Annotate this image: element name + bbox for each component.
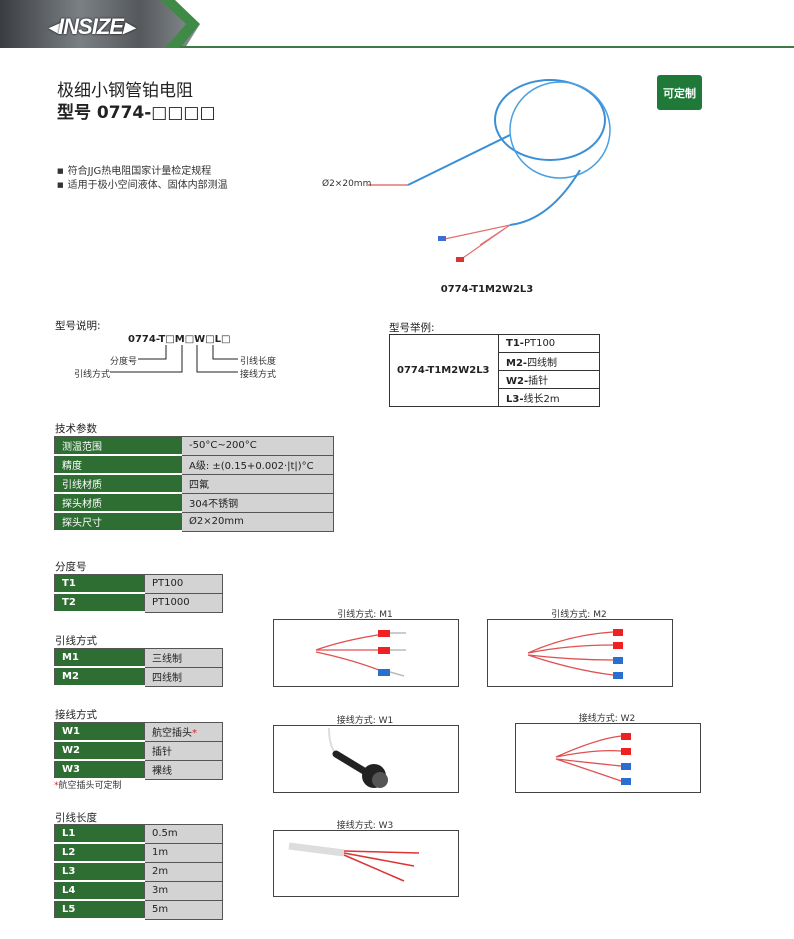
- code-cell: L1: [54, 824, 145, 844]
- value-cell: 四线制: [144, 666, 223, 687]
- lead-length-heading: 引线长度: [55, 812, 97, 824]
- example-row: L3-线长2m: [498, 388, 600, 407]
- code-cell: L5: [54, 899, 145, 920]
- example-row: T1-PT100: [498, 334, 600, 353]
- photo-connection-w1: [273, 725, 459, 793]
- value-cell: 航空插头*: [144, 722, 223, 742]
- code-cell: W2: [54, 740, 145, 761]
- value-cell: 1m: [144, 842, 223, 863]
- value-cell: 0.5m: [144, 824, 223, 844]
- product-title: 极细小钢管铂电阻: [57, 81, 193, 101]
- table-row: 测温范围-50°C~200°C: [54, 436, 334, 456]
- brand-logo: ◂INSIZE▸: [48, 14, 134, 39]
- photo-caption-m1: 引线方式: M1: [337, 610, 393, 620]
- value-cell: 三线制: [144, 648, 223, 668]
- model-example-table: 0774-T1M2W2L3 T1-PT100 M2-四线制 W2-插针 L3-线…: [389, 334, 600, 407]
- photo-connection-w3: [273, 830, 459, 897]
- product-caption: 0774-T1M2W2L3: [440, 284, 534, 295]
- connection-heading: 接线方式: [55, 709, 97, 721]
- code-cell: T1: [54, 574, 145, 594]
- photo-caption-w1: 接线方式: W1: [336, 716, 394, 726]
- model-example-heading: 型号举例:: [389, 322, 435, 334]
- product-photo: [368, 79, 611, 262]
- connection-note: *航空插头可定制: [54, 781, 122, 791]
- code-cell: L4: [54, 880, 145, 901]
- feature-bullet: 符合JJG热电阻国家计量检定规程: [57, 162, 212, 177]
- param-value: 四氟: [181, 473, 334, 494]
- param-value: A级: ±(0.15+0.002·|t|)°C: [181, 454, 334, 475]
- value-cell: 2m: [144, 861, 223, 882]
- param-name: 测温范围: [54, 436, 182, 456]
- photo-caption-m2: 引线方式: M2: [551, 610, 607, 620]
- param-name: 精度: [54, 454, 182, 475]
- model-explain-heading: 型号说明:: [55, 320, 101, 332]
- label-lead-type: 引线方式: [74, 370, 111, 380]
- header-banner-image: [0, 0, 200, 48]
- model-diagram-lines: [110, 345, 238, 373]
- value-cell: 插针: [144, 740, 223, 761]
- photo-lead-m2: [487, 619, 673, 687]
- code-cell: W3: [54, 759, 145, 780]
- param-name: 探头尺寸: [54, 511, 182, 532]
- feature-bullet: 适用于极小空间液体、固体内部测温: [57, 176, 228, 191]
- photo-caption-w2: 接线方式: W2: [578, 714, 636, 724]
- photo-lead-m1: [273, 619, 459, 687]
- value-cell: PT100: [144, 574, 223, 594]
- customizable-badge: 可定制: [657, 75, 702, 110]
- model-code-pattern: 0774-T□M□W□L□: [128, 334, 231, 345]
- label-graduation: 分度号: [110, 357, 138, 367]
- lead-type-heading: 引线方式: [55, 635, 97, 647]
- table-row: 引线材质四氟: [54, 473, 334, 494]
- probe-dimension-label: Ø2×20mm: [322, 179, 372, 189]
- photo-caption-w3: 接线方式: W3: [336, 821, 394, 831]
- label-lead-length: 引线长度: [240, 357, 277, 367]
- example-row: M2-四线制: [498, 352, 600, 371]
- code-cell: L3: [54, 861, 145, 882]
- code-cell: L2: [54, 842, 145, 863]
- graduation-heading: 分度号: [55, 561, 87, 573]
- value-cell: 3m: [144, 880, 223, 901]
- model-number: 型号 0774-□□□□: [57, 103, 216, 123]
- photo-connection-w2: [515, 723, 701, 793]
- example-model: 0774-T1M2W2L3: [389, 334, 499, 407]
- code-cell: T2: [54, 592, 145, 613]
- param-value: 304不锈钢: [181, 492, 334, 513]
- label-connection: 接线方式: [240, 370, 277, 380]
- header-divider: [180, 46, 794, 48]
- param-value: Ø2×20mm: [181, 511, 334, 532]
- value-cell: PT1000: [144, 592, 223, 613]
- param-name: 引线材质: [54, 473, 182, 494]
- param-value: -50°C~200°C: [181, 436, 334, 456]
- example-row: W2-插针: [498, 370, 600, 389]
- value-cell: 5m: [144, 899, 223, 920]
- code-cell: M1: [54, 648, 145, 668]
- code-cell: M2: [54, 666, 145, 687]
- value-cell: 裸线: [144, 759, 223, 780]
- param-name: 探头材质: [54, 492, 182, 513]
- tech-heading: 技术参数: [55, 423, 97, 435]
- code-cell: W1: [54, 722, 145, 742]
